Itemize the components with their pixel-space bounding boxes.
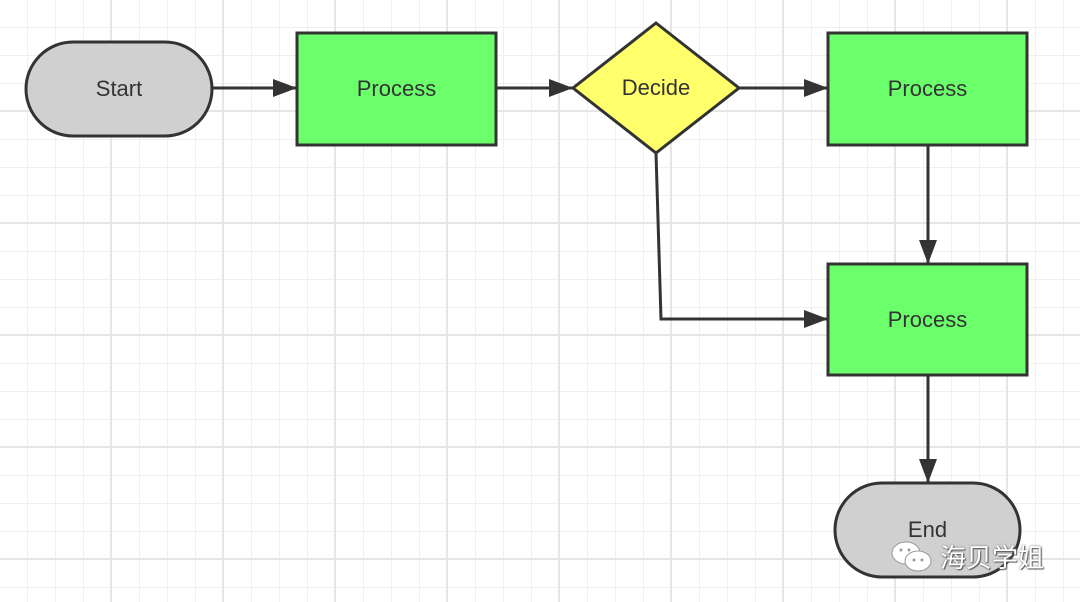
decide-node[interactable] <box>570 21 742 155</box>
process-label-3: Process <box>887 306 968 332</box>
process-label-1: Process <box>356 76 437 101</box>
process-node-2[interactable] <box>826 31 1029 147</box>
process-node-1[interactable] <box>295 31 498 147</box>
decide-label: Decide <box>621 75 691 100</box>
end-node[interactable] <box>833 481 1022 579</box>
wechat-icon <box>891 541 932 571</box>
start-label: Start <box>95 76 143 101</box>
start-node[interactable] <box>24 40 214 138</box>
watermark: 海贝学姐 <box>890 538 1044 575</box>
edge-decide-process3 <box>654 152 828 328</box>
process-label-2: Process <box>887 76 968 101</box>
watermark-text: 海贝学姐 <box>940 543 1045 573</box>
end-label: End <box>907 517 948 542</box>
process-node-3[interactable] <box>826 262 1029 377</box>
